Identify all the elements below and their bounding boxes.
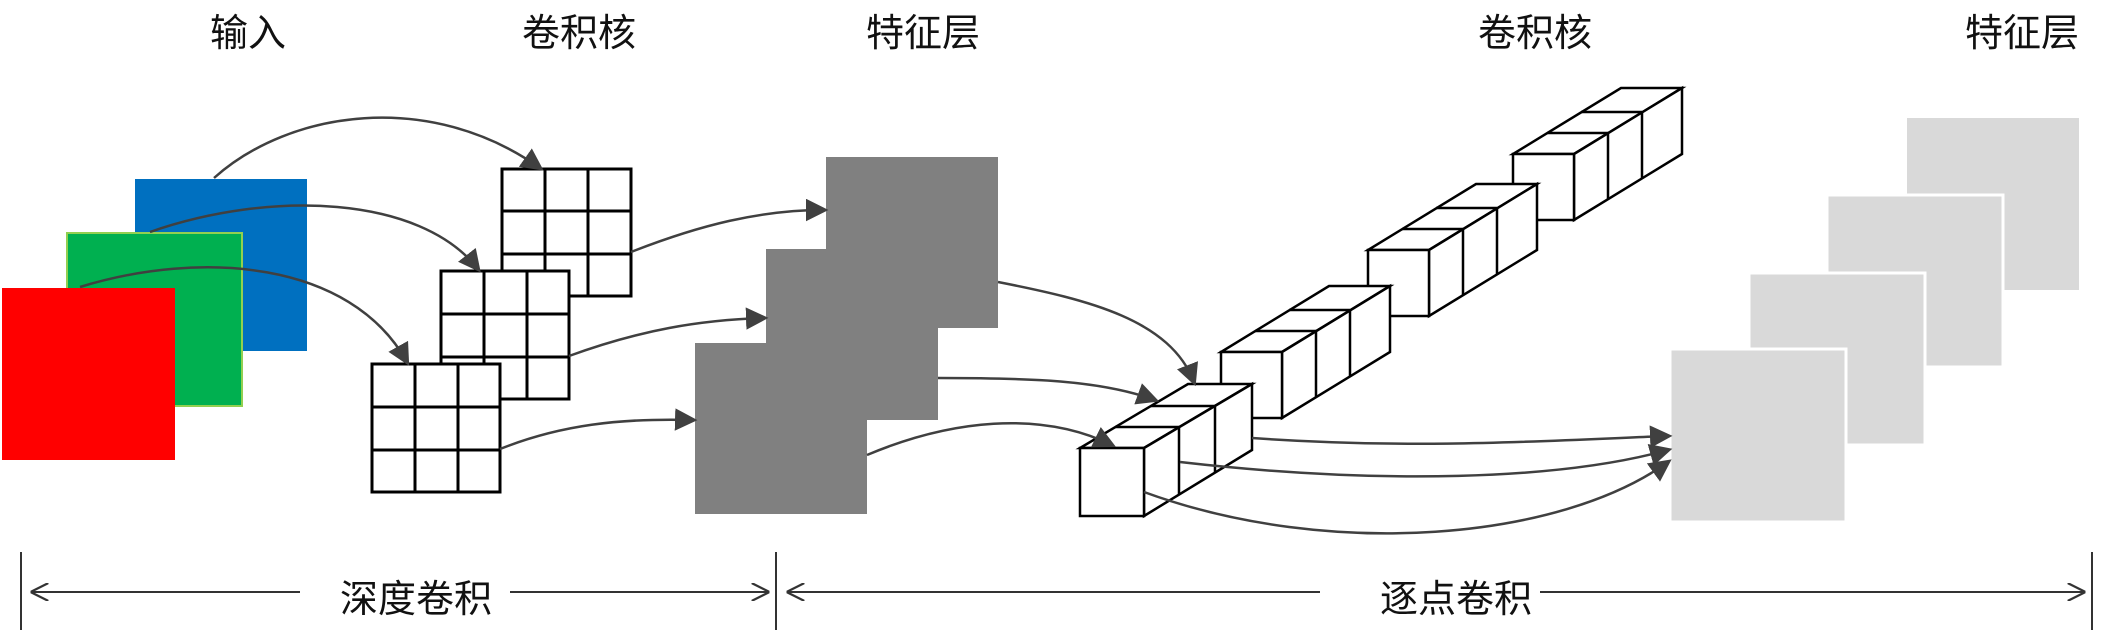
input-channel-red — [2, 288, 175, 460]
range-label-depthwise: 深度卷积 — [340, 577, 493, 621]
feature-map-dark-3 — [695, 343, 867, 514]
range-bracket-depthwise — [20, 552, 777, 630]
arrow-feature-3-to-pointwise — [866, 422, 1117, 457]
arrow-input-red-to-kernel-3 — [79, 266, 410, 366]
range-label-pointwise: 逐点卷积 — [1380, 577, 1533, 621]
arrow-kernel-3-to-feature-3 — [499, 408, 698, 451]
label-kernel-depthwise: 卷积核 — [522, 11, 637, 55]
feature-map-light-4 — [1668, 347, 1848, 524]
label-input: 输入 — [210, 11, 287, 55]
arrow-pointwise-to-output-1 — [1251, 425, 1673, 448]
pointwise-kernel-2 — [1363, 181, 1542, 319]
label-feature-depthwise: 特征层 — [866, 11, 981, 55]
arrow-input-green-to-kernel-2 — [149, 204, 481, 273]
arrow-pointwise-to-output-2 — [1179, 443, 1673, 478]
kernel-grid-2 — [439, 269, 571, 401]
pointwise-kernel-4 — [1075, 381, 1257, 519]
arrow-pointwise-to-output-3 — [1143, 459, 1672, 535]
arrow-feature-2-to-pointwise — [937, 376, 1160, 405]
range-bracket-pointwise — [788, 552, 2093, 630]
label-feature-pointwise: 特征层 — [1965, 11, 2080, 55]
arrow-kernel-2-to-feature-2 — [568, 307, 769, 358]
arrow-kernel-1-to-feature-1 — [630, 198, 829, 254]
arrow-feature-1-to-pointwise — [997, 280, 1198, 387]
label-kernel-pointwise: 卷积核 — [1478, 11, 1593, 55]
kernel-grid-3 — [370, 362, 502, 494]
arrow-input-blue-to-kernel-1 — [213, 116, 544, 179]
pointwise-kernel-1 — [1508, 85, 1687, 223]
flow-arrows — [79, 116, 1673, 535]
